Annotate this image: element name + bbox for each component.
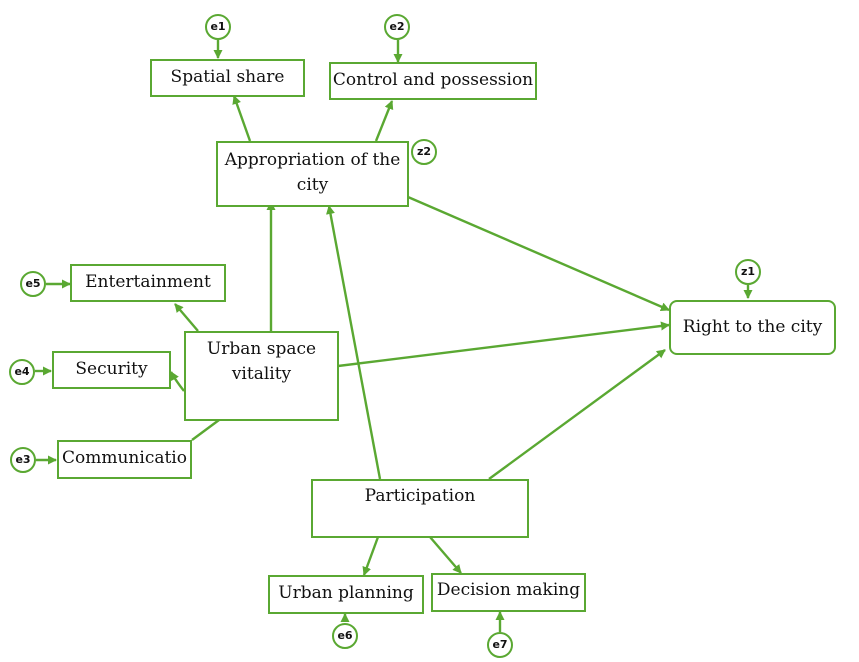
arrow-vitality-security	[169, 371, 185, 392]
node-appropriation-label-2: city	[296, 175, 329, 195]
node-decision-making-label: Decision making	[436, 580, 581, 600]
error-e7: e7	[487, 632, 513, 658]
node-vitality-label-1: Urban space	[206, 339, 317, 359]
node-spatial-share-label: Spatial share	[170, 67, 285, 87]
arrow-appropriation-right	[407, 195, 670, 312]
arrow-appropriation-spatial-share	[232, 95, 252, 142]
node-participation-label: Participation	[364, 486, 476, 506]
arrow-participation-appropriation	[326, 205, 382, 480]
link-vitality-communication	[191, 419, 220, 441]
error-e3: e3	[10, 447, 36, 473]
node-control-possession: Control and possession	[329, 62, 537, 100]
error-e2: e2	[384, 14, 410, 40]
node-security: Security	[52, 351, 171, 389]
error-e6: e6	[332, 623, 358, 649]
disturbance-z2: z2	[411, 139, 437, 165]
node-urban-space-vitality: Urban space vitality	[184, 331, 339, 421]
node-urban-planning-label: Urban planning	[278, 583, 414, 603]
node-right-to-the-city-label: Right to the city	[682, 317, 823, 337]
node-security-label: Security	[75, 359, 148, 379]
node-communication: Communicatio	[57, 440, 192, 479]
node-entertainment: Entertainment	[70, 264, 226, 302]
error-e4: e4	[9, 359, 35, 385]
node-decision-making: Decision making	[431, 573, 586, 612]
arrow-participation-decision	[429, 536, 462, 574]
node-right-to-the-city: Right to the city	[669, 300, 836, 355]
arrow-participation-urban-planning	[362, 536, 380, 576]
arrow-appropriation-control	[374, 100, 394, 142]
error-e5: e5	[20, 271, 46, 297]
arrow-participation-right	[488, 349, 666, 480]
disturbance-z1: z1	[735, 259, 761, 285]
node-communication-label: Communicatio	[62, 448, 187, 468]
node-entertainment-label: Entertainment	[85, 272, 211, 292]
node-appropriation-label-1: Appropriation of the	[224, 150, 401, 170]
node-vitality-label-2: vitality	[231, 364, 292, 384]
arrow-vitality-entertainment	[174, 303, 199, 332]
node-participation: Participation	[311, 479, 529, 538]
node-appropriation: Appropriation of the city	[216, 141, 409, 207]
arrow-vitality-right	[337, 321, 670, 368]
error-e1: e1	[205, 14, 231, 40]
node-spatial-share: Spatial share	[150, 59, 305, 97]
node-control-possession-label: Control and possession	[332, 70, 534, 90]
node-urban-planning: Urban planning	[268, 575, 424, 614]
